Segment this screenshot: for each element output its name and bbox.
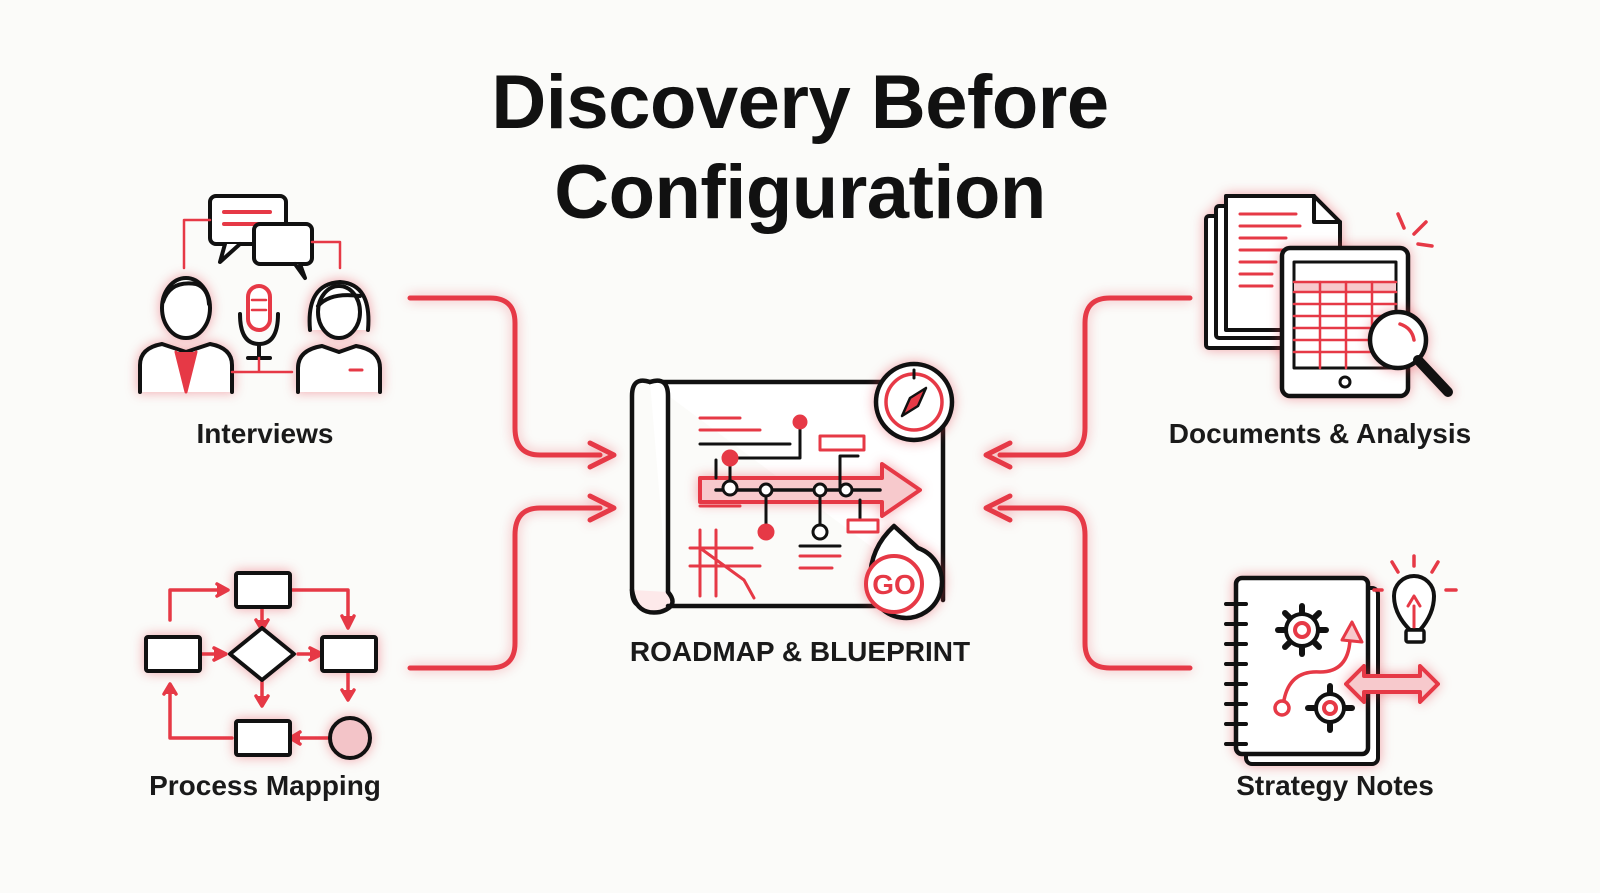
arrowhead-interviews	[587, 440, 617, 470]
arrowhead-process	[587, 493, 617, 523]
label-interviews: Interviews	[196, 418, 334, 449]
gear-icon	[1275, 603, 1329, 657]
go-badge-text: GO	[872, 569, 916, 600]
arrowhead-documents	[983, 440, 1013, 470]
process-end-circle	[328, 716, 372, 760]
process-box-bottom	[234, 719, 292, 757]
strategy-notebook-icon	[1224, 554, 1458, 766]
lightbulb-icon	[1372, 554, 1458, 644]
magnifier-icon	[1367, 309, 1453, 397]
interviews-icon	[138, 194, 382, 394]
person-icon-right	[296, 280, 382, 394]
label-documents-analysis: Documents & Analysis	[1168, 418, 1472, 449]
connector-documents-to-roadmap	[997, 295, 1193, 458]
go-pin-icon	[864, 523, 945, 621]
connectors	[407, 295, 1193, 671]
title-line-1: Discovery Before	[491, 60, 1109, 145]
documents-analysis-icon	[1204, 194, 1453, 399]
process-box-right	[320, 635, 378, 673]
label-process-mapping: Process Mapping	[149, 770, 381, 801]
label-strategy-notes: Strategy Notes	[1236, 770, 1434, 801]
person-icon-left	[138, 276, 234, 394]
connector-process-to-roadmap	[407, 505, 603, 671]
compass-icon	[873, 361, 955, 443]
blueprint-roadmap-icon: GO	[629, 361, 955, 621]
connector-strategy-to-roadmap	[997, 505, 1193, 671]
connector-interviews-to-roadmap	[407, 295, 603, 458]
title-line-2: Configuration	[554, 150, 1046, 235]
double-arrow-icon	[1344, 664, 1440, 704]
page-title: Discovery Before Configuration	[0, 58, 1600, 238]
process-box-top	[234, 571, 292, 609]
gear-icon-small	[1305, 683, 1355, 733]
microphone-icon	[230, 284, 294, 374]
flowchart-icon	[144, 571, 378, 760]
decision-diamond	[228, 626, 296, 682]
speech-bubble-icon-2	[252, 222, 314, 266]
process-box-left	[144, 635, 202, 673]
arrowhead-strategy	[983, 493, 1013, 523]
label-roadmap-blueprint: ROADMAP & BLUEPRINT	[629, 636, 971, 667]
